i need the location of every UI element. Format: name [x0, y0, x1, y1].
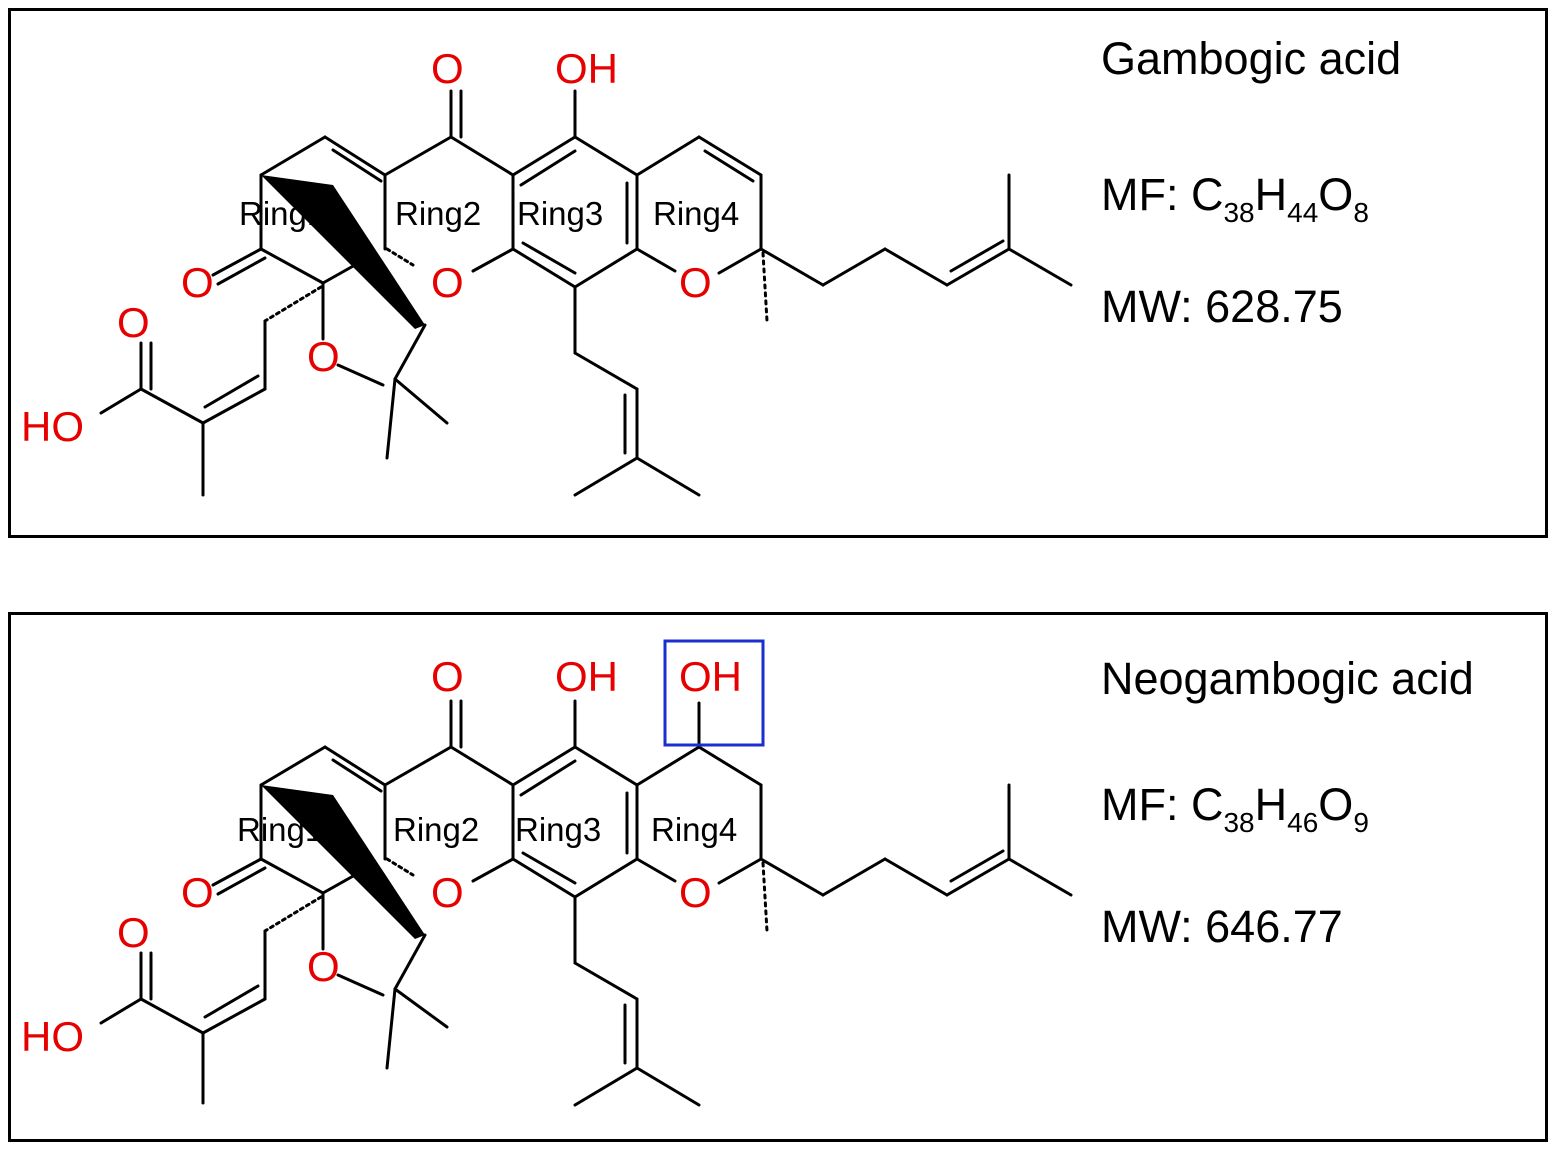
formula-count-c: 38 [1223, 807, 1255, 838]
formula-element-o: O [1318, 779, 1354, 830]
ring2-label: Ring2 [393, 811, 479, 848]
formula-count-h: 44 [1287, 197, 1319, 228]
compound-name: Neogambogic acid [1101, 653, 1474, 704]
ring2-label: Ring2 [395, 195, 481, 232]
formula-count-c: 38 [1223, 197, 1255, 228]
molecular-formula: MF: C38H46O9 [1101, 779, 1369, 837]
ring4-oxygen: O [679, 869, 712, 916]
formula-element-o: O [1318, 169, 1354, 220]
formula-count-h: 46 [1287, 807, 1319, 838]
ring1-label: Ring1 [239, 195, 325, 232]
acid-carbonyl-oxygen: O [117, 909, 150, 956]
ring2-oxygen: O [431, 259, 464, 306]
hydroxyl-top: OH [555, 45, 618, 92]
formula-element-h: H [1254, 169, 1288, 220]
mf-label: MF: [1101, 779, 1191, 830]
acid-hydroxyl: HO [21, 403, 84, 450]
compound-name: Gambogic acid [1101, 33, 1402, 84]
formula-element-h: H [1254, 779, 1288, 830]
acid-hydroxyl: HO [21, 1013, 84, 1060]
ring4-label: Ring4 [653, 195, 739, 232]
ring4-label: Ring4 [651, 811, 737, 848]
molecular-weight: MW: 628.75 [1101, 281, 1343, 332]
ring3-label: Ring3 [517, 195, 603, 232]
mf-label: MF: [1101, 169, 1191, 220]
ketone-top-oxygen: O [431, 653, 464, 700]
hydroxyl-top: OH [555, 653, 618, 700]
ring4-oxygen: O [679, 259, 712, 306]
ketone-top-oxygen: O [431, 45, 464, 92]
neogambogic-acid-panel: O OH OH O O HO O O O Ring1 Ring2 Ring3 R… [8, 612, 1548, 1142]
ether-bridge-oxygen: O [307, 333, 340, 380]
ring1-label: Ring1 [237, 811, 323, 848]
formula-element-c: C [1190, 779, 1224, 830]
ring2-oxygen: O [431, 869, 464, 916]
formula-element-c: C [1190, 169, 1224, 220]
ring3-label: Ring3 [515, 811, 601, 848]
highlight-box [663, 639, 765, 747]
gambogic-acid-panel: O OH O O HO O O O Ring1 Ring2 Ring3 Ring… [8, 8, 1548, 538]
ether-bridge-oxygen: O [307, 943, 340, 990]
formula-count-o: 8 [1353, 197, 1369, 228]
gambogic-acid-structure: O OH O O HO O O O Ring1 Ring2 Ring3 Ring… [21, 45, 1073, 497]
acid-carbonyl-oxygen: O [117, 299, 150, 346]
ring4-hydroxyl: OH [679, 653, 742, 700]
molecular-weight: MW: 646.77 [1101, 901, 1343, 952]
molecular-formula: MF: C38H44O8 [1101, 169, 1369, 227]
ketone-left-oxygen: O [181, 869, 214, 916]
ketone-left-oxygen: O [181, 259, 214, 306]
formula-count-o: 9 [1353, 807, 1369, 838]
neogambogic-acid-structure: O OH OH O O HO O O O Ring1 Ring2 Ring3 R… [21, 639, 1073, 1107]
